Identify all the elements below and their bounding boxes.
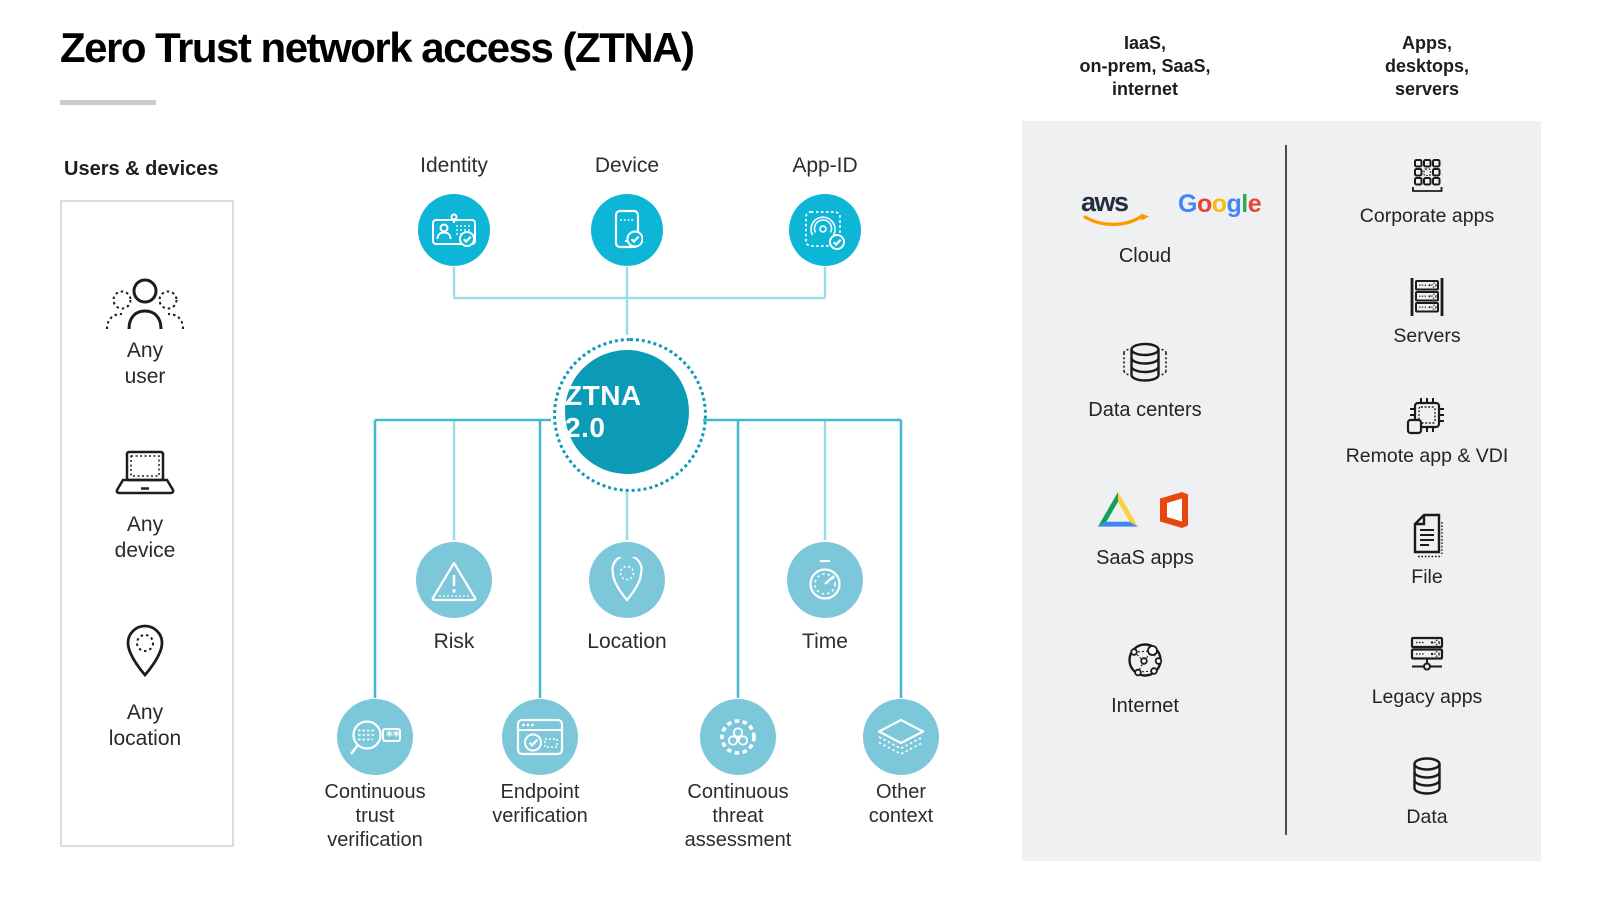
id-card-icon: [432, 213, 476, 247]
endpoint-verification-node: [502, 699, 578, 775]
remote-app-label: Remote app & VDI: [1345, 445, 1509, 467]
continuous-trust-label: Continuous trust verification: [324, 781, 426, 851]
database-stack-icon: [1123, 342, 1167, 382]
any-location-label: Any location: [108, 701, 182, 750]
layers-icon: [877, 718, 925, 755]
time-label: Time: [802, 630, 848, 653]
svg-text:**: **: [386, 730, 400, 745]
device-label: Device: [594, 154, 660, 177]
risk-node: [416, 542, 492, 618]
continuous-trust-node: **: [337, 699, 413, 775]
right-panel: [1022, 121, 1541, 861]
endpoint-verification-label: Endpoint verification: [492, 781, 588, 827]
other-context-label: Other context: [868, 781, 934, 827]
risk-label: Risk: [433, 630, 475, 653]
targets-column-header: Apps, desktops, servers: [1384, 33, 1470, 99]
other-context-node: [863, 699, 939, 775]
location-node: [589, 542, 665, 618]
time-node: [787, 542, 863, 618]
aws-logo-text: aws: [1081, 188, 1128, 217]
any-device-label: Any device: [114, 513, 176, 562]
location-pin-icon: [611, 557, 643, 602]
any-user-label: Any user: [124, 339, 166, 388]
legacy-apps-icon: [1410, 636, 1444, 671]
legacy-apps-label: Legacy apps: [1371, 686, 1483, 708]
file-icon: [1413, 513, 1443, 558]
warning-triangle-icon: [431, 561, 477, 602]
remote-app-icon: [1406, 398, 1444, 435]
servers-icon: [1410, 278, 1444, 316]
sources-column-header: IaaS, on-prem, SaaS, internet: [1079, 33, 1211, 99]
page-title: Zero Trust network access (ZTNA): [60, 24, 695, 71]
people-icon: [106, 278, 184, 330]
panel-divider: [1285, 145, 1287, 835]
title-underline: [60, 100, 156, 105]
endpoint-verification-icon: [516, 718, 564, 756]
location-pin-icon: [126, 624, 164, 678]
database-icon: [1413, 757, 1441, 795]
corporate-apps-icon: [1412, 159, 1443, 192]
threat-assessment-label: Continuous threat assessment: [684, 781, 792, 851]
ztna-ring: [553, 338, 707, 492]
app-id-label: App-ID: [792, 154, 858, 177]
data-label: Data: [1406, 806, 1448, 828]
app-id-node: [789, 194, 861, 266]
saas-apps-label: SaaS apps: [1096, 547, 1194, 569]
globe-network-icon: [1128, 643, 1163, 677]
users-devices-box: [60, 200, 234, 847]
cloud-logos: aws Google: [1080, 188, 1262, 228]
mobile-check-icon: [614, 209, 643, 249]
aws-logo: aws: [1081, 188, 1149, 226]
ztna-node: ZTNA 2.0: [565, 350, 689, 474]
threat-assessment-node: [700, 699, 776, 775]
office-logo: [1160, 492, 1188, 528]
ztna-label: ZTNA 2.0: [565, 380, 641, 443]
servers-label: Servers: [1393, 325, 1461, 347]
device-node: [591, 194, 663, 266]
corporate-apps-label: Corporate apps: [1359, 205, 1495, 227]
sidebar-header: Users & devices: [64, 158, 219, 180]
google-logo-text: Google: [1178, 190, 1262, 218]
stopwatch-icon: [809, 559, 841, 600]
cloud-label: Cloud: [1118, 245, 1172, 267]
file-label: File: [1411, 566, 1443, 588]
internet-label: Internet: [1111, 695, 1179, 717]
trust-verification-icon: **: [350, 720, 401, 755]
location-label: Location: [587, 630, 667, 653]
identity-node: [418, 194, 490, 266]
google-drive-logo: [1098, 492, 1138, 527]
laptop-icon: [115, 450, 175, 495]
identity-label: Identity: [420, 154, 488, 177]
threat-assessment-icon: [720, 719, 756, 755]
data-centers-label: Data centers: [1088, 399, 1202, 421]
fingerprint-icon: [805, 211, 845, 250]
